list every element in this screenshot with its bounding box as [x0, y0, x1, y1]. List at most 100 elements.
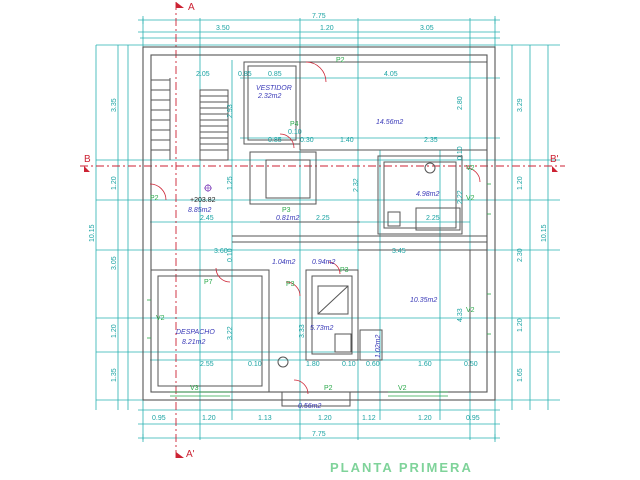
tag-label: V3	[190, 385, 199, 392]
dim-inner: 2.05	[196, 71, 210, 78]
tag-label: V2	[466, 307, 475, 314]
dim-right-e: 1.65	[517, 368, 524, 382]
dim-inner: 2.45	[200, 215, 214, 222]
dim-inner: 0.10	[457, 146, 464, 160]
section-b-left-label: B	[84, 154, 91, 165]
dim-bottom-c: 1.13	[258, 415, 272, 422]
room-area-passage-1: 1.04m2	[272, 259, 295, 266]
section-lines	[80, 2, 565, 460]
dim-left-overall: 10.15	[89, 224, 96, 242]
dim-inner: 2.35	[424, 137, 438, 144]
room-area-passage-2: 0.94m2	[312, 259, 335, 266]
dim-inner: 2.93	[227, 104, 234, 118]
dim-right-d: 1.20	[517, 318, 524, 332]
dim-inner: 4.33	[457, 308, 464, 322]
dim-inner: 1.25	[227, 176, 234, 190]
dim-inner: 2.32	[353, 178, 360, 192]
dim-inner: 3.33	[299, 324, 306, 338]
dim-inner: 0.85	[268, 137, 282, 144]
construction-lines	[95, 16, 560, 442]
room-area-wc: 5.73m2	[310, 325, 333, 332]
dim-inner: 0.50	[464, 361, 478, 368]
tag-label: V2	[156, 315, 165, 322]
dim-bottom-g: 0.95	[466, 415, 480, 422]
dim-inner: 2.55	[200, 361, 214, 368]
dim-right-c: 2.30	[517, 248, 524, 262]
window-symbols	[147, 183, 491, 397]
tag-label: P2	[150, 195, 159, 202]
tag-label: P7	[204, 279, 213, 286]
tag-label: P3	[282, 207, 291, 214]
dim-inner: 3.22	[227, 326, 234, 340]
room-area-closet: 1.02m2	[375, 335, 382, 358]
dim-bottom-f: 1.20	[418, 415, 432, 422]
dim-bottom-b: 1.20	[202, 415, 216, 422]
dim-left-c: 3.05	[111, 256, 118, 270]
dim-inner: 1.60	[418, 361, 432, 368]
tag-label: P3	[340, 267, 349, 274]
dim-top-a: 3.50	[216, 25, 230, 32]
section-a-top-label: A	[188, 2, 195, 13]
dim-left-e: 1.35	[111, 368, 118, 382]
plan-title: PLANTA PRIMERA	[330, 460, 473, 475]
dim-inner: 2.25	[316, 215, 330, 222]
tag-label: V2	[466, 165, 475, 172]
dim-inner: 2.80	[457, 96, 464, 110]
dim-bottom-d: 1.20	[318, 415, 332, 422]
dim-inner: 0.85	[268, 71, 282, 78]
dim-top-b: 1.20	[320, 25, 334, 32]
level-marker: +203.82	[190, 184, 216, 204]
tag-label: V2	[466, 195, 475, 202]
dim-left-a: 3.35	[111, 98, 118, 112]
level-label: +203.82	[190, 197, 216, 204]
room-area-bathroom: 4.98m2	[416, 191, 439, 198]
door-swings	[149, 61, 481, 395]
dim-inner: 0.85	[238, 71, 252, 78]
room-area-despacho: 8.21m2	[182, 339, 205, 346]
section-b-left-arrow	[84, 166, 90, 172]
dim-inner: 1.40	[340, 137, 354, 144]
room-name-despacho: DESPACHO	[176, 329, 215, 336]
dim-inner: 3.45	[392, 248, 406, 255]
room-area-hall: 8.85m2	[188, 207, 211, 214]
room-area-small: 0.81m2	[276, 215, 299, 222]
dim-inner: 0.10	[342, 361, 356, 368]
dim-inner: 0.10	[288, 129, 302, 136]
dim-top-c: 3.05	[420, 25, 434, 32]
dim-inner: 0.30	[300, 137, 314, 144]
dim-inner: 0.10	[248, 361, 262, 368]
tag-label: P3	[286, 281, 295, 288]
section-a-bottom-label: A'	[186, 449, 195, 460]
tag-label: P4	[290, 121, 299, 128]
section-a-bottom-arrow	[176, 452, 184, 458]
dim-inner: 0.10	[227, 248, 234, 262]
dim-bottom-a: 0.95	[152, 415, 166, 422]
section-a-top-arrow	[176, 2, 184, 8]
dim-left-d: 1.20	[111, 324, 118, 338]
dim-bottom-overall: 7.75	[312, 431, 326, 438]
outer-walls	[142, 46, 496, 401]
dim-inner: 0.60	[366, 361, 380, 368]
room-area-bottom: 0.56m2	[298, 403, 321, 410]
dim-inner: 2.22	[457, 190, 464, 204]
room-area-bedroom: 14.56m2	[376, 119, 403, 126]
room-name-vestidor: VESTIDOR	[256, 85, 292, 92]
room-area-big-room: 10.35m2	[410, 297, 437, 304]
section-b-right-label: B'	[550, 154, 559, 165]
tag-label: P2	[324, 385, 333, 392]
tag-label: V2	[398, 385, 407, 392]
dim-inner: 1.80	[306, 361, 320, 368]
dim-right-b: 1.20	[517, 176, 524, 190]
dim-bottom-e: 1.12	[362, 415, 376, 422]
dim-inner: 4.05	[384, 71, 398, 78]
dim-inner: 2.25	[426, 215, 440, 222]
dim-right-overall: 10.15	[541, 224, 548, 242]
dim-inner: 3.60	[214, 248, 228, 255]
room-area-vestidor: 2.32m2	[257, 93, 281, 100]
dim-top-overall: 7.75	[312, 13, 326, 20]
dim-left-b: 1.20	[111, 176, 118, 190]
tag-label: P2	[336, 57, 345, 64]
section-b-right-arrow	[552, 166, 558, 172]
dim-right-a: 3.29	[517, 98, 524, 112]
